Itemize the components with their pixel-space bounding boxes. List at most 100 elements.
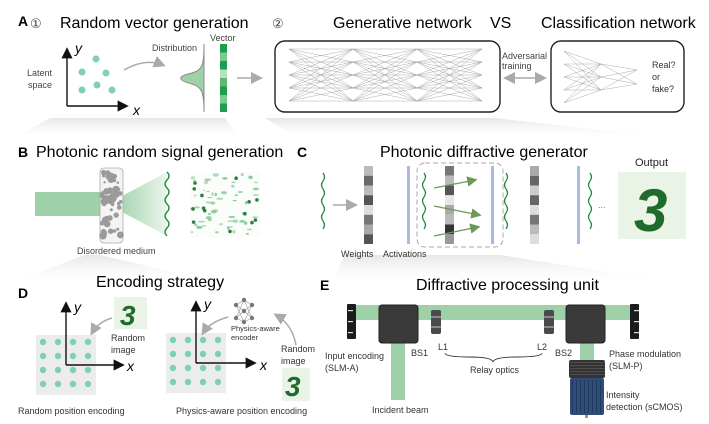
weight-pixel [445, 214, 454, 225]
speckle-spot [212, 173, 220, 177]
highlight-box [416, 162, 504, 248]
speckle-spot [243, 211, 247, 216]
network-edge [563, 89, 602, 104]
medium-particle [109, 208, 113, 212]
speckle-spot [221, 177, 228, 180]
speckle-spot [207, 196, 213, 199]
camera-mount [569, 360, 605, 378]
speckle-spot [203, 180, 209, 185]
vector-segment [220, 69, 227, 78]
network-edge [563, 63, 602, 91]
adversarial-label-1: Adversarial [502, 51, 547, 61]
caption-physics-aware-encoding: Physics-aware position encoding [176, 406, 307, 416]
medium-particle [106, 215, 113, 221]
real-label-2: or [652, 72, 660, 82]
encoding-dot [169, 336, 177, 344]
medium-particle [116, 205, 122, 210]
speckle-spot [190, 231, 194, 233]
network-edge [288, 48, 354, 63]
camera-body [570, 378, 604, 415]
encoding-dot [184, 378, 192, 386]
speckle-spot [210, 209, 217, 214]
network-edge [352, 87, 418, 102]
medium-particle [117, 187, 121, 191]
speckle-spot [205, 216, 212, 220]
speckle-spot [210, 201, 216, 205]
output-image [618, 172, 686, 239]
arrow-latent-to-distribution [123, 56, 166, 71]
network-edge [416, 48, 483, 63]
encoding-dot [214, 364, 222, 372]
activation-layer-1 [407, 166, 410, 244]
intensity-detection-label-2: detection (sCMOS) [606, 402, 683, 412]
camera-fin [596, 380, 597, 413]
medium-particle [116, 231, 124, 239]
speckle-spot [216, 197, 224, 200]
wavefront-4 [587, 172, 593, 230]
medium-particle [99, 193, 105, 199]
camera-connector [585, 415, 588, 418]
network-edge [288, 48, 354, 102]
encoding-dot [169, 350, 177, 358]
network-edge [352, 74, 418, 102]
encoding-dot [69, 366, 77, 374]
weight-pixel [445, 234, 454, 244]
network-edge [416, 74, 483, 102]
projection-wedge-b-to-d [5, 255, 230, 285]
speckle-spot [211, 192, 214, 196]
incident-beam [391, 342, 405, 400]
weight-layer-1 [364, 166, 373, 244]
speckle-spot [227, 226, 230, 230]
weight-pixel [530, 185, 539, 196]
network-edge [352, 48, 418, 89]
speckle-spot [251, 216, 259, 219]
network-edge [563, 63, 602, 104]
latent-point [92, 55, 100, 63]
speckle-spot [228, 229, 232, 234]
random-vector [220, 44, 227, 112]
network-edge [563, 50, 602, 65]
random-image-right-digit: 3 [285, 371, 301, 402]
beam-splitter-2 [565, 304, 606, 344]
panel-c: C Photonic diffractive generator ... Wei… [297, 144, 686, 259]
output-digit: 3 [634, 177, 667, 244]
title-random-vector: Random vector generation [60, 15, 249, 32]
relay-optics-label: Relay optics [470, 365, 520, 375]
encoding-dot [214, 336, 222, 344]
weight-layer-2 [445, 166, 454, 244]
speckle-spot [207, 213, 212, 215]
weight-pixel [364, 175, 373, 186]
weight-pixel [445, 195, 454, 205]
medium-particle [103, 188, 110, 195]
speckle-spot [250, 220, 254, 225]
lens-l2-ring [544, 316, 554, 318]
slm-a-mark [348, 310, 353, 312]
weight-pixel [364, 234, 373, 244]
real-label-3: fake? [652, 84, 674, 94]
vector-segment [220, 61, 227, 70]
medium-particle [105, 170, 111, 176]
encoding-dot [184, 350, 192, 358]
weight-pixel [530, 166, 539, 176]
random-image-right-label-1: Random [281, 344, 315, 354]
input-encoding-label-2: (SLM-A) [325, 363, 359, 373]
network-edge [416, 61, 483, 102]
speckle-spot [227, 220, 234, 222]
speckle-spot [234, 194, 238, 196]
panel-b: B Photonic random signal generation Diso… [18, 144, 283, 256]
latent-space-label-1: Latent [27, 68, 53, 78]
slm-p-mark [634, 310, 639, 312]
network-edge [352, 48, 418, 63]
vector-segment [220, 103, 227, 112]
medium-particles [99, 169, 124, 240]
speckle-spot [193, 179, 196, 183]
encoding-dot [214, 378, 222, 386]
speckle-spot [231, 184, 235, 188]
speckle-spot [197, 220, 205, 223]
scattered-wavefront [164, 171, 170, 237]
speckle-spot [204, 178, 212, 181]
random-encoding-dots [39, 338, 92, 388]
weight-pixel [364, 166, 373, 176]
speckle-spot [248, 175, 253, 179]
network-edge [288, 74, 354, 102]
